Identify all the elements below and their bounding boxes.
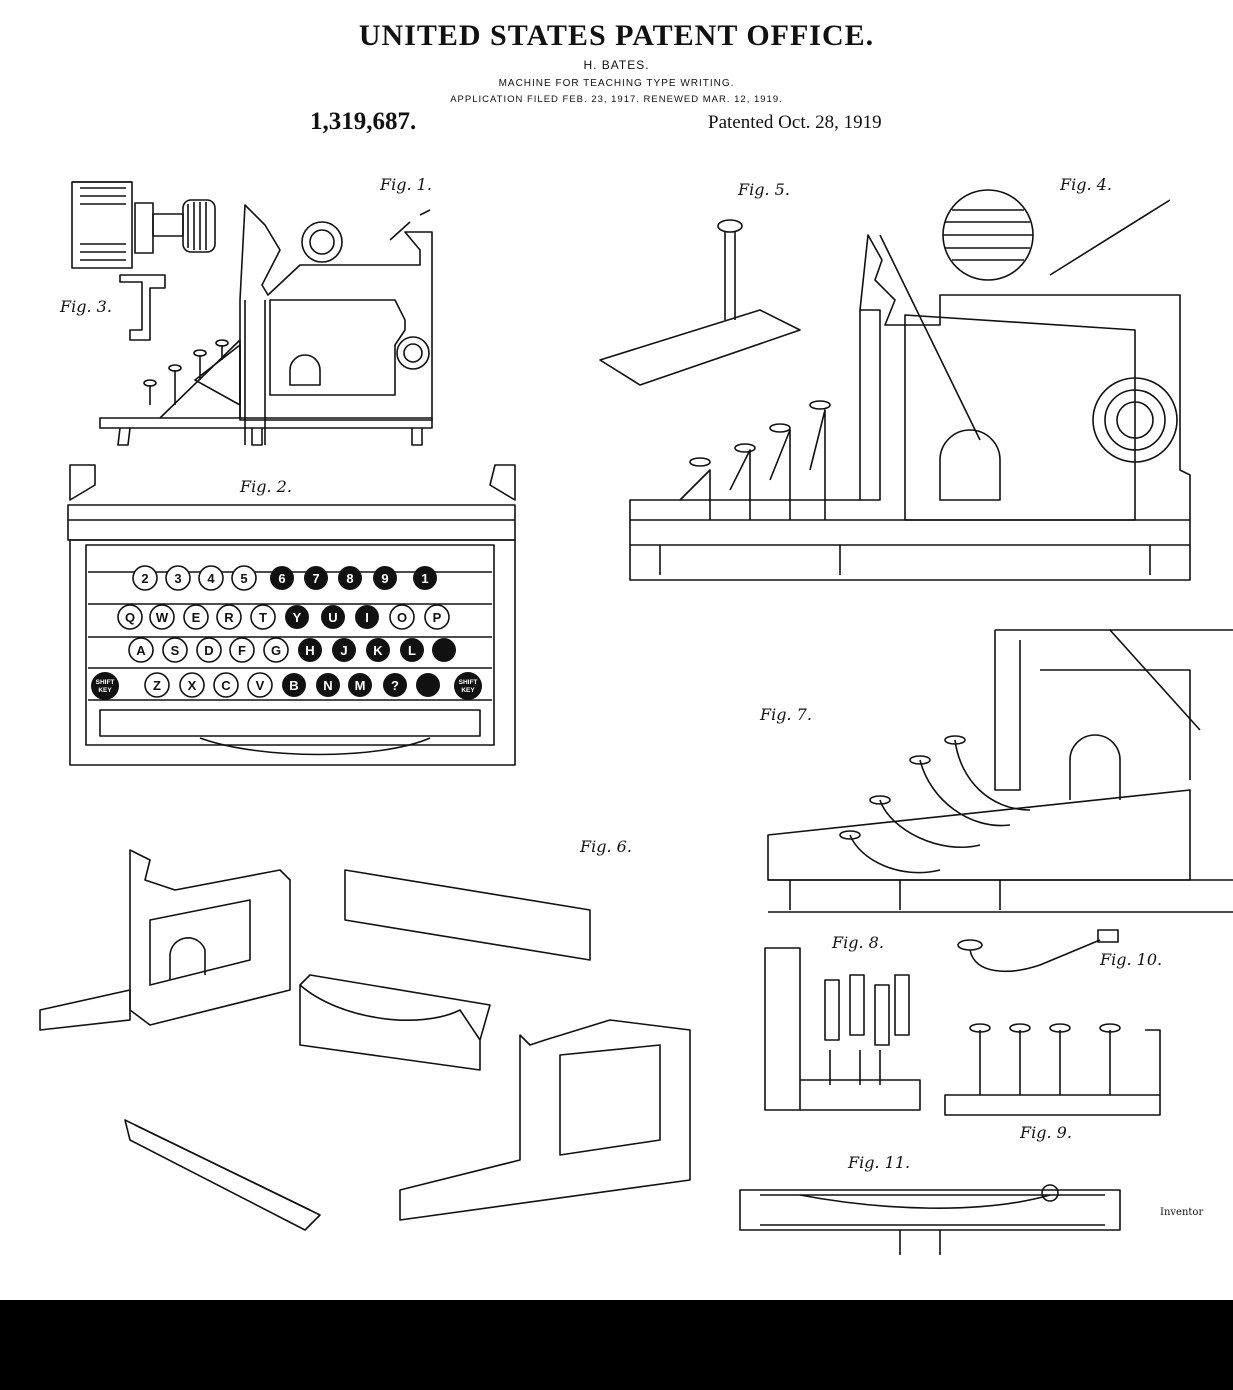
key-row-1: 2 3 4 5 6 7 8 9 1	[133, 566, 437, 590]
inventor-signature-label: Inventor	[1160, 1207, 1203, 1218]
key-label: KEY	[98, 687, 112, 694]
key-label: I	[365, 610, 369, 625]
bottom-black-bar	[0, 1300, 1233, 1390]
key-label: 6	[278, 571, 285, 586]
key-label: L	[408, 643, 416, 658]
key-label: U	[328, 610, 337, 625]
figure-3-label: Fig. 3.	[59, 297, 112, 316]
figure-6-label: Fig. 6.	[579, 837, 632, 856]
key-label: ?	[391, 678, 399, 693]
key-label: F	[238, 643, 246, 658]
figure-7-drawing	[768, 630, 1233, 912]
key-label: C	[221, 678, 231, 693]
key-label: 9	[381, 571, 388, 586]
key-label: 1	[421, 571, 428, 586]
key-label: M	[355, 678, 366, 693]
figure-6-drawing	[40, 850, 690, 1230]
key-label: G	[271, 643, 281, 658]
key-row-2: Q W E R T Y U I O P	[118, 605, 449, 629]
figure-3-drawing	[72, 182, 215, 340]
key-label: O	[397, 610, 407, 625]
figure-1-label: Fig. 1.	[379, 175, 432, 194]
figure-10-drawing	[958, 930, 1118, 971]
figure-4-label: Fig. 4.	[1059, 175, 1112, 194]
key-label: 7	[312, 571, 319, 586]
key-label: R	[224, 610, 234, 625]
figure-5-label: Fig. 5.	[737, 180, 790, 199]
figure-10-label: Fig. 10.	[1099, 950, 1162, 969]
key-label: N	[323, 678, 332, 693]
figure-8-label: Fig. 8.	[831, 933, 884, 952]
key-label: 2	[141, 571, 148, 586]
key-label: J	[340, 643, 347, 658]
key-label: P	[433, 610, 442, 625]
key-label: 5	[240, 571, 247, 586]
figure-11-drawing	[740, 1185, 1120, 1255]
key-label: Y	[293, 610, 302, 625]
key-row-4: SHIFT KEY Z X C V B N M ? SHIF	[91, 672, 482, 700]
figure-8-drawing	[765, 948, 920, 1110]
key-label: KEY	[461, 687, 475, 694]
figure-9-label: Fig. 9.	[1019, 1123, 1072, 1142]
figure-9-drawing	[945, 1024, 1160, 1115]
keyboard-keys: 2 3 4 5 6 7 8 9 1 Q	[91, 566, 482, 700]
patent-sheet: UNITED STATES PATENT OFFICE. H. BATES. M…	[0, 0, 1233, 1300]
key-label: W	[156, 610, 169, 625]
figure-7-label: Fig. 7.	[759, 705, 812, 724]
figure-4-drawing	[600, 190, 1190, 580]
key-label: 8	[346, 571, 353, 586]
patent-drawings: 2 3 4 5 6 7 8 9 1 Q	[0, 0, 1233, 1300]
key-label: SHIFT	[459, 679, 478, 686]
figure-11-label: Fig. 11.	[847, 1153, 910, 1172]
key-label: Q	[125, 610, 135, 625]
key-label: 4	[207, 571, 215, 586]
key-label: Z	[153, 678, 161, 693]
key-label: E	[192, 610, 201, 625]
key-label: V	[256, 678, 265, 693]
key-label: B	[289, 678, 298, 693]
key-label: X	[188, 678, 197, 693]
key-label: K	[373, 643, 383, 658]
key-label: D	[204, 643, 213, 658]
key-row-3: A S D F G H J K L	[129, 638, 456, 662]
key-label: A	[136, 643, 146, 658]
key-label: SHIFT	[96, 679, 115, 686]
key-label: 3	[174, 571, 181, 586]
key-label: H	[305, 643, 314, 658]
key-label: S	[171, 643, 180, 658]
key-label: T	[259, 610, 267, 625]
figure-2-label: Fig. 2.	[239, 477, 292, 496]
